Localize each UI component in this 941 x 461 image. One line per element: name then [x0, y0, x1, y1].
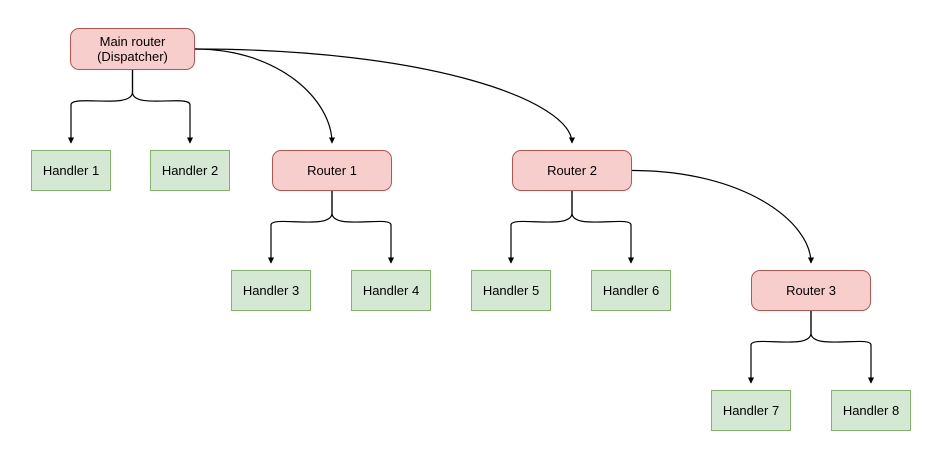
node-label: Handler 6	[602, 283, 660, 298]
node-handler-3[interactable]: Handler 3	[231, 270, 311, 311]
node-label: Handler 7	[722, 403, 780, 418]
node-label: Handler 2	[161, 163, 219, 178]
node-router-1[interactable]: Router 1	[272, 150, 392, 191]
node-router-2[interactable]: Router 2	[512, 150, 632, 191]
node-handler-6[interactable]: Handler 6	[591, 270, 671, 311]
node-handler-8[interactable]: Handler 8	[831, 390, 911, 431]
node-handler-5[interactable]: Handler 5	[471, 270, 551, 311]
node-handler-2[interactable]: Handler 2	[150, 150, 230, 191]
edge-r2-r3	[631, 169, 815, 264]
node-label: Handler 4	[362, 283, 420, 298]
node-label: Router 3	[786, 283, 836, 298]
node-handler-7[interactable]: Handler 7	[711, 390, 791, 431]
edge-main-r1	[194, 48, 336, 144]
edge-main-h2	[131, 70, 194, 144]
node-label: Main router (Dispatcher)	[97, 34, 168, 64]
node-label: Handler 5	[482, 283, 540, 298]
node-label: Handler 3	[242, 283, 300, 298]
node-main-router[interactable]: Main router (Dispatcher)	[70, 28, 195, 70]
node-label: Handler 8	[842, 403, 900, 418]
node-label: Handler 1	[42, 163, 100, 178]
edge-r1-h4	[331, 191, 395, 264]
edge-r3-h8	[810, 311, 875, 384]
node-handler-1[interactable]: Handler 1	[31, 150, 111, 191]
edge-r1-h3	[267, 191, 333, 264]
edge-main-h1	[67, 70, 134, 144]
edge-r2-h6	[571, 191, 635, 264]
node-label: Router 2	[547, 163, 597, 178]
node-router-3[interactable]: Router 3	[751, 270, 871, 311]
node-handler-4[interactable]: Handler 4	[351, 270, 431, 311]
edge-main-r2	[194, 48, 576, 144]
edge-r2-h5	[507, 191, 573, 264]
edge-r3-h7	[747, 311, 812, 384]
node-label: Router 1	[307, 163, 357, 178]
